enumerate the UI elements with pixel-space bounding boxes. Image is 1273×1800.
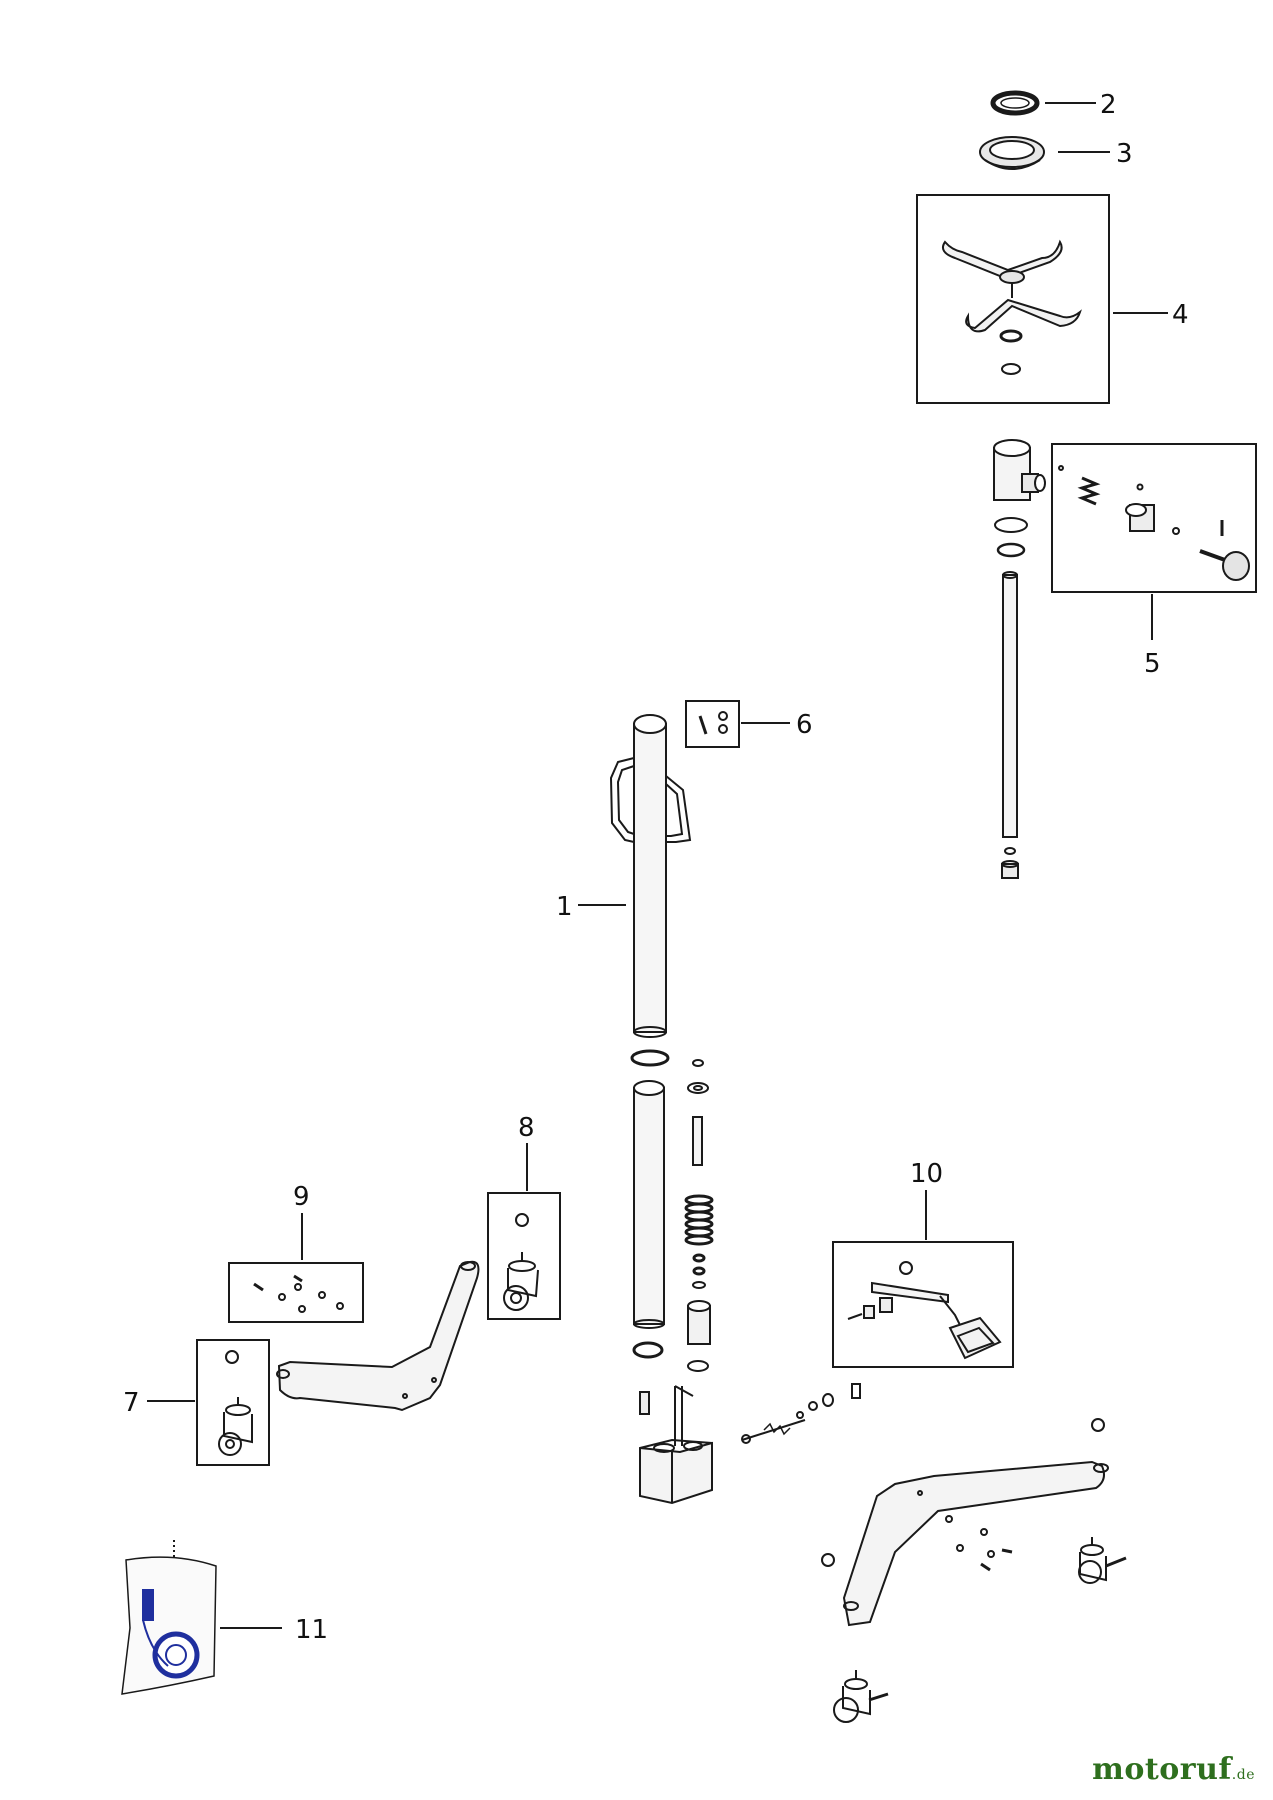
part-7-box [196,1339,270,1466]
part-lock-ring [990,90,1040,116]
part-column [609,714,692,1359]
part-hardware-9 [253,1274,344,1313]
callout-5: 5 [1144,649,1161,679]
part-4-box [916,194,1110,404]
part-hardware-bag [121,1540,217,1695]
callout-1: 1 [556,892,573,922]
callout-11: 11 [295,1615,328,1645]
part-base-leg-right [842,1460,1109,1627]
part-clamp-kit [1058,465,1250,581]
part-5-box [1051,443,1257,593]
part-clamp-housing [993,439,1046,879]
brand-watermark: motoruf.de [1092,1752,1255,1787]
part-caster-7 [218,1350,253,1456]
brand-tld: .de [1231,1767,1255,1783]
callout-4: 4 [1172,300,1189,330]
brand-name: motoruf [1092,1752,1232,1787]
part-caster-8 [503,1213,539,1311]
part-hardware-6 [698,711,728,735]
callout-3: 3 [1116,139,1133,169]
part-pedal-pins [796,1383,861,1419]
part-6-box [685,700,740,748]
part-pedal-stack [684,1059,714,1372]
callout-7: 7 [123,1388,140,1418]
part-pedal [847,1261,1002,1360]
part-base-hardware [821,1418,1105,1572]
part-base-hub [639,1385,806,1505]
callout-8: 8 [518,1113,535,1143]
part-caster-right [1078,1537,1127,1584]
part-9-box [228,1262,364,1323]
part-caster-bottom [833,1670,889,1723]
part-10-box [832,1241,1014,1368]
callout-2: 2 [1100,90,1117,120]
callout-9: 9 [293,1182,310,1212]
part-crossbar-support [942,239,1082,375]
callout-10: 10 [910,1159,943,1189]
callout-6: 6 [796,710,813,740]
part-cap [979,136,1045,170]
part-base-leg-left [276,1260,480,1412]
part-8-box [487,1192,561,1320]
